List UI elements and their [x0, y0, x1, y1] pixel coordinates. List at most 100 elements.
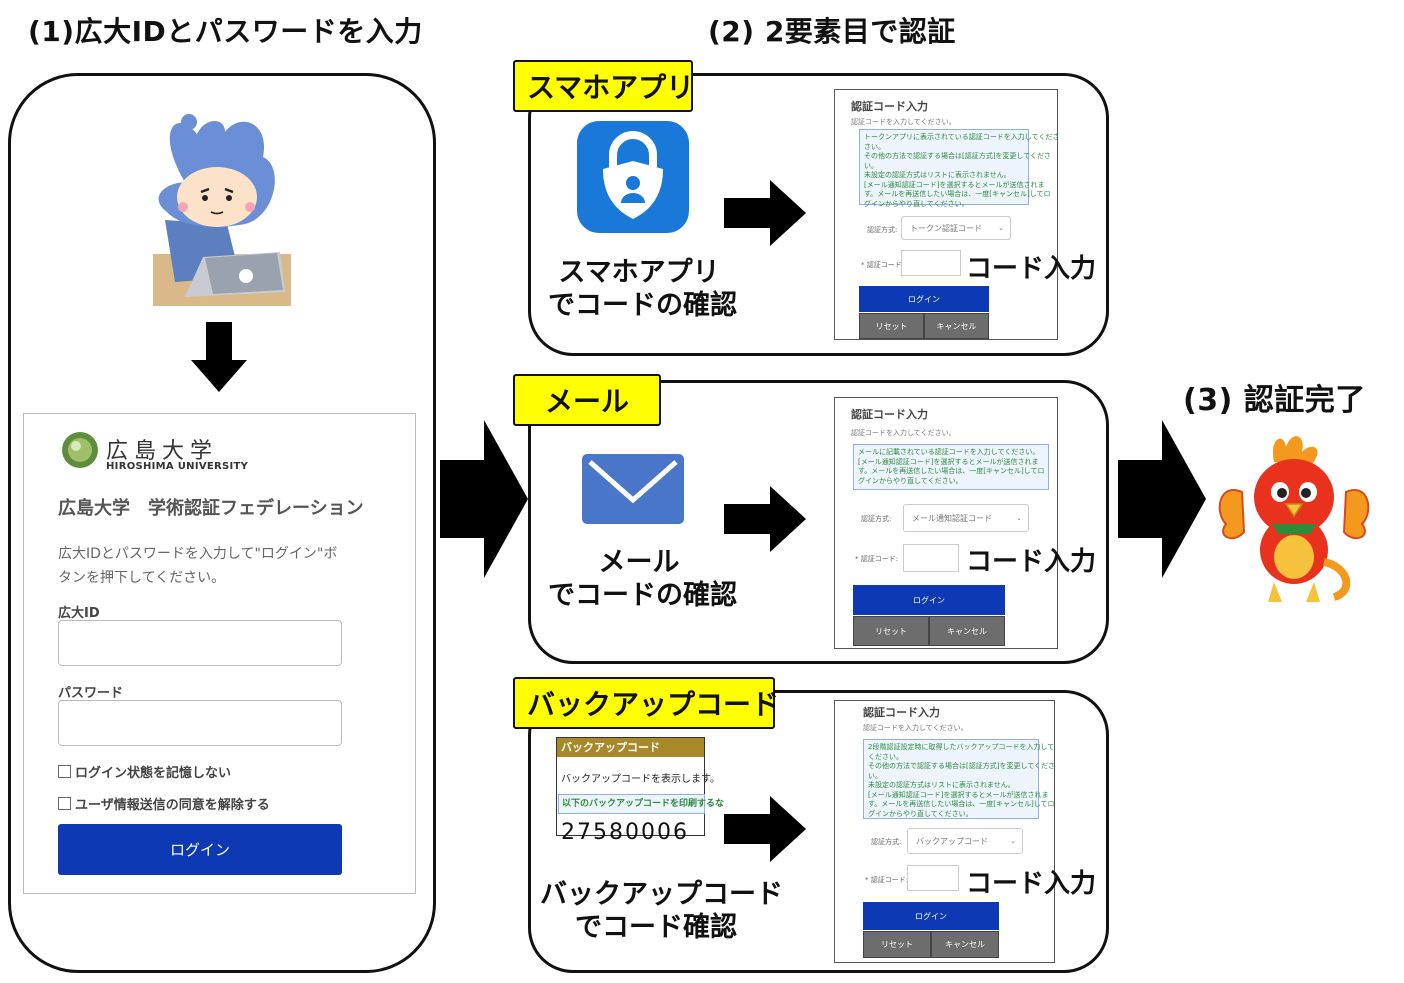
info-line: す。メールを再送信したい場合は、一度[キャンセル]してロ	[864, 190, 1051, 198]
backup-label-line1: バックアップコード	[540, 879, 783, 910]
backup-method-select[interactable]: バックアップコード ⌄	[907, 828, 1023, 854]
backup-code-input[interactable]	[907, 865, 959, 891]
app-label-line2: でコードの確認	[548, 290, 737, 321]
arrow-right-icon	[440, 420, 528, 578]
app-form-cancel-button[interactable]: キャンセル	[924, 313, 989, 339]
backup-tag: バックアップコード	[513, 677, 779, 729]
login-card: 広島大学 HIROSHIMA UNIVERSITY 広島大学 学術認証フェデレー…	[23, 413, 416, 894]
university-name-en: HIROSHIMA UNIVERSITY	[106, 461, 249, 472]
arrow-right-icon	[724, 486, 806, 552]
backup-label-line2: でコード確認	[575, 912, 737, 943]
arrow-down-icon	[191, 322, 247, 392]
chevron-down-icon: ⌄	[1016, 514, 1022, 522]
step1-title: (1)広大IDとパスワードを入力	[28, 15, 423, 48]
info-line: す。メールを再送信したい場合は、一度[キャンセル]してロ	[858, 467, 1045, 475]
backup-card-text: バックアップコードを表示します。	[561, 774, 720, 785]
backup-form-subtitle: 認証コードを入力してください。	[863, 724, 968, 732]
backup-form-reset-button[interactable]: リセット	[863, 931, 931, 958]
backup-method-label: 認証方式:	[871, 838, 902, 846]
backup-form-cancel-button[interactable]: キャンセル	[931, 931, 999, 958]
mail-code-input[interactable]	[903, 544, 959, 572]
step3-title: (3) 認証完了	[1183, 383, 1366, 418]
university-logo-icon	[62, 432, 98, 468]
backup-card-bar: 以下のバックアップコードを印刷するな	[558, 794, 724, 814]
app-form-info: トークンアプリに表示されている認証コードを入力してくださ さい。 その他の方法で…	[859, 129, 1060, 208]
password-label: パスワード	[58, 686, 124, 701]
backup-code-card: バックアップコード バックアップコードを表示します。 以下のバックアップコードを…	[556, 737, 724, 845]
mascot-laptop	[153, 114, 291, 306]
mail-label-line1: メール	[598, 547, 680, 578]
info-line: い。	[864, 161, 878, 170]
info-line: メールに記載されている認証コードを入力してください。	[858, 448, 1040, 456]
app-auth-form: 認証コード入力 認証コードを入力してください。 トークンアプリに表示されている認…	[834, 89, 1060, 340]
chevron-down-icon: ⌄	[1010, 837, 1016, 845]
app-method-select[interactable]: トークン認証コード ⌄	[901, 216, 1011, 240]
backup-form-title: 認証コード入力	[863, 706, 940, 719]
mail-icon	[582, 454, 684, 524]
chevron-down-icon: ⌄	[998, 224, 1004, 232]
arrow-right-icon	[724, 180, 806, 246]
mail-method-label: 認証方式:	[861, 515, 892, 523]
mail-form-cancel-button[interactable]: キャンセル	[929, 616, 1005, 646]
app-code-input-label: コード入力	[966, 254, 1097, 284]
id-label: 広大ID	[58, 606, 100, 621]
login-instructions: 広大IDとパスワードを入力して"ログイン"ボタンを押下してください。	[58, 546, 338, 586]
info-line: 未設定の認証方式はリストに表示されません。	[868, 781, 1015, 789]
info-line: ください。	[868, 752, 903, 761]
info-line: [メール通知認証コード]を選択するとメールが送信されま	[864, 180, 1045, 189]
remember-label: ログイン状態を記憶しない	[75, 766, 232, 781]
mail-form-login-button[interactable]: ログイン	[853, 585, 1005, 615]
backup-method-value: バックアップコード	[916, 836, 988, 846]
mail-method-value: メール通知認証コード	[912, 513, 992, 523]
app-code-label: * 認証コード:	[861, 261, 905, 269]
info-line: [メール通知認証コード]を選択するとメールが送信されま	[868, 790, 1049, 799]
mail-code-input-label: コード入力	[966, 547, 1097, 577]
id-input[interactable]	[58, 620, 342, 666]
info-line: その他の方法で認証する場合は[認証方式]を変更してくださ	[868, 762, 1056, 770]
app-form-title: 認証コード入力	[851, 100, 928, 113]
arrow-right-icon	[1118, 420, 1206, 578]
app-form-reset-button[interactable]: リセット	[859, 313, 924, 339]
backup-form-login-button[interactable]: ログイン	[863, 902, 999, 930]
authenticator-app-icon	[577, 121, 689, 233]
info-line: さい。	[864, 142, 885, 151]
mail-form-subtitle: 認証コードを入力してください。	[851, 429, 956, 437]
info-line: 2段階認証設定時に取得したバックアップコードを入力して	[868, 743, 1055, 751]
arrow-right-icon	[724, 796, 806, 862]
mail-form-reset-button[interactable]: リセット	[853, 616, 929, 646]
app-form-login-button[interactable]: ログイン	[859, 286, 989, 312]
mascot-phoenix	[1218, 436, 1370, 602]
mail-tag: メール	[513, 374, 661, 426]
mail-method-select[interactable]: メール通知認証コード ⌄	[903, 504, 1029, 532]
info-line: グインからやり直してください。	[858, 476, 963, 485]
consent-label: ユーザ情報送信の同意を解除する	[75, 798, 270, 813]
backup-card-number: 27580006	[561, 820, 689, 845]
remember-checkbox[interactable]	[58, 765, 71, 778]
app-method-label: 認証方式:	[867, 226, 898, 234]
app-label: スマホアプリ でコードの確認	[548, 256, 737, 322]
app-label-line1: スマホアプリ	[558, 257, 720, 288]
info-line: その他の方法で認証する場合は[認証方式]を変更してくださ	[864, 152, 1052, 160]
login-button[interactable]: ログイン	[58, 824, 342, 875]
remember-option[interactable]: ログイン状態を記憶しない	[58, 762, 231, 781]
app-code-input[interactable]	[901, 250, 961, 276]
step2-title: (2) 2要素目で認証	[708, 15, 956, 48]
consent-checkbox[interactable]	[58, 797, 71, 810]
info-line: い。	[868, 771, 882, 780]
app-tag: スマホアプリ	[513, 60, 694, 112]
consent-option[interactable]: ユーザ情報送信の同意を解除する	[58, 794, 270, 813]
app-method-value: トークン認証コード	[910, 223, 982, 233]
mail-label-line2: でコードの確認	[548, 580, 737, 611]
mail-form-info: メールに記載されている認証コードを入力してください。 [メール通知認証コード]を…	[853, 444, 1049, 490]
federation-title: 広島大学 学術認証フェデレーション	[58, 498, 364, 519]
mail-code-label: * 認証コード:	[855, 555, 899, 563]
info-line: [メール通知認証コード]を選択するとメールが送信されま	[858, 457, 1039, 466]
info-line: 未設定の認証方式はリストに表示されません。	[864, 171, 1011, 179]
info-line: トークンアプリに表示されている認証コードを入力してくださ	[864, 133, 1060, 141]
info-line: す。メールを再送信したい場合は、一度[キャンセル]してロ	[868, 800, 1055, 808]
backup-code-label: * 認証コード:	[865, 876, 909, 884]
mail-auth-form: 認証コード入力 認証コードを入力してください。 メールに記載されている認証コード…	[834, 397, 1058, 649]
mail-form-title: 認証コード入力	[851, 408, 928, 421]
info-line: グインからやり直してください。	[864, 199, 969, 208]
password-input[interactable]	[58, 700, 342, 746]
